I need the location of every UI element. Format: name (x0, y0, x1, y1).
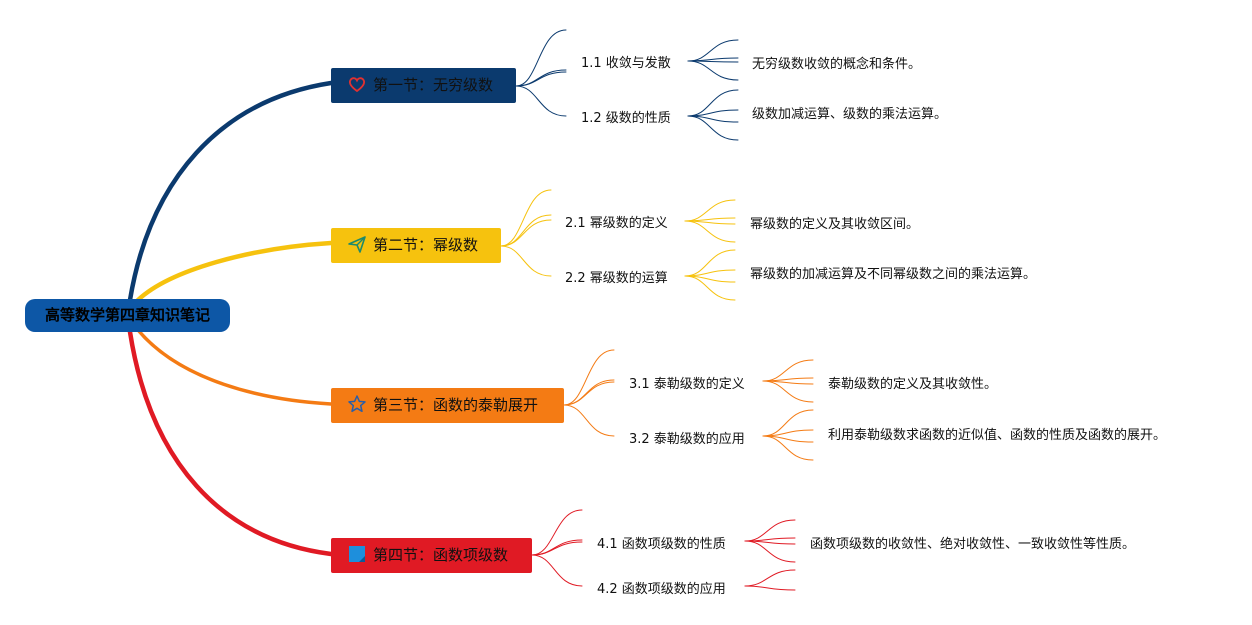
fan-section-1-3 (515, 85, 567, 117)
fan-section-4-3 (531, 554, 583, 587)
connector-root-section-1 (127, 80, 334, 303)
fan-leaf-2-1-1 (684, 217, 736, 222)
fan-leaf-1-2-3 (687, 115, 739, 141)
fan-section-2-0 (500, 189, 552, 247)
fan-leaf-1-2-0 (687, 89, 739, 117)
subtopic-3-2[interactable]: 3.2 泰勒级数的应用 (629, 432, 745, 447)
subtopic-3-1[interactable]: 3.1 泰勒级数的定义 (629, 377, 745, 392)
connector-root-section-2 (135, 240, 334, 303)
subtopic-1-1[interactable]: 1.1 收敛与发散 (581, 56, 671, 71)
detail-4-1[interactable]: 函数项级数的收敛性、绝对收敛性、一致收敛性等性质。 (810, 537, 1136, 552)
subtopic-4-1[interactable]: 4.1 函数项级数的性质 (597, 537, 726, 552)
send-icon (347, 234, 367, 254)
fan-leaf-1-1-0 (687, 39, 739, 62)
detail-1-2[interactable]: 级数加减运算、级数的乘法运算。 (752, 107, 948, 122)
section-1-topic[interactable]: 第一节：无穷级数 (331, 68, 516, 103)
section-4-topic[interactable]: 第四节：函数项级数 (331, 538, 532, 573)
section-2-topic[interactable]: 第二节：幂级数 (331, 228, 501, 263)
root-topic[interactable]: 高等数学第四章知识笔记 (25, 299, 230, 332)
section-3-label: 第三节：函数的泰勒展开 (373, 396, 539, 414)
section-3-topic[interactable]: 第三节：函数的泰勒展开 (331, 388, 564, 423)
fan-section-4-2 (531, 541, 583, 556)
heart-icon (347, 74, 367, 94)
fan-leaf-2-1-0 (684, 199, 736, 222)
fan-section-2-3 (500, 245, 552, 277)
subtopic-4-2[interactable]: 4.2 函数项级数的应用 (597, 582, 726, 597)
detail-2-2[interactable]: 幂级数的加减运算及不同幂级数之间的乘法运算。 (750, 267, 1037, 282)
subtopic-1-2[interactable]: 1.2 级数的性质 (581, 111, 671, 126)
star-icon (347, 394, 367, 414)
fan-section-4-0 (531, 509, 583, 556)
fan-leaf-4-1-3 (744, 540, 796, 563)
fan-leaf-4-2-0 (744, 569, 796, 587)
fan-section-3-0 (563, 349, 615, 406)
fan-leaf-4-1-0 (744, 519, 796, 542)
detail-3-2[interactable]: 利用泰勒级数求函数的近似值、函数的性质及函数的展开。 (828, 428, 1167, 443)
subtopic-2-1[interactable]: 2.1 幂级数的定义 (565, 216, 668, 231)
fan-section-3-3 (563, 404, 615, 437)
fan-leaf-2-2-0 (684, 249, 736, 277)
fan-section-3-2 (563, 381, 615, 406)
section-1-label: 第一节：无穷级数 (373, 76, 494, 94)
fan-leaf-1-1-1 (687, 57, 739, 62)
fan-section-1-0 (515, 29, 567, 87)
fan-leaf-4-1-1 (744, 537, 796, 542)
fan-leaf-3-2-3 (762, 435, 814, 461)
subtopic-2-2[interactable]: 2.2 幂级数的运算 (565, 271, 668, 286)
section-4-label: 第四节：函数项级数 (373, 546, 509, 564)
fan-leaf-1-1-3 (687, 60, 739, 81)
connector-root-section-3 (136, 328, 333, 406)
fan-leaf-3-1-3 (762, 380, 814, 403)
fan-leaf-3-2-0 (762, 409, 814, 437)
connector-root-section-4 (127, 329, 334, 557)
fan-leaf-3-1-1 (762, 377, 814, 382)
detail-3-1[interactable]: 泰勒级数的定义及其收敛性。 (828, 377, 998, 392)
flag-icon (347, 544, 367, 564)
fan-section-1-2 (515, 71, 567, 87)
fan-leaf-2-2-3 (684, 275, 736, 301)
section-2-label: 第二节：幂级数 (373, 236, 479, 254)
fan-section-2-2 (500, 219, 552, 247)
fan-leaf-2-1-3 (684, 220, 736, 243)
fan-leaf-3-1-0 (762, 359, 814, 382)
detail-2-1[interactable]: 幂级数的定义及其收敛区间。 (750, 217, 920, 232)
fan-leaf-4-2-1 (744, 585, 796, 591)
detail-1-1[interactable]: 无穷级数收敛的概念和条件。 (752, 57, 922, 72)
